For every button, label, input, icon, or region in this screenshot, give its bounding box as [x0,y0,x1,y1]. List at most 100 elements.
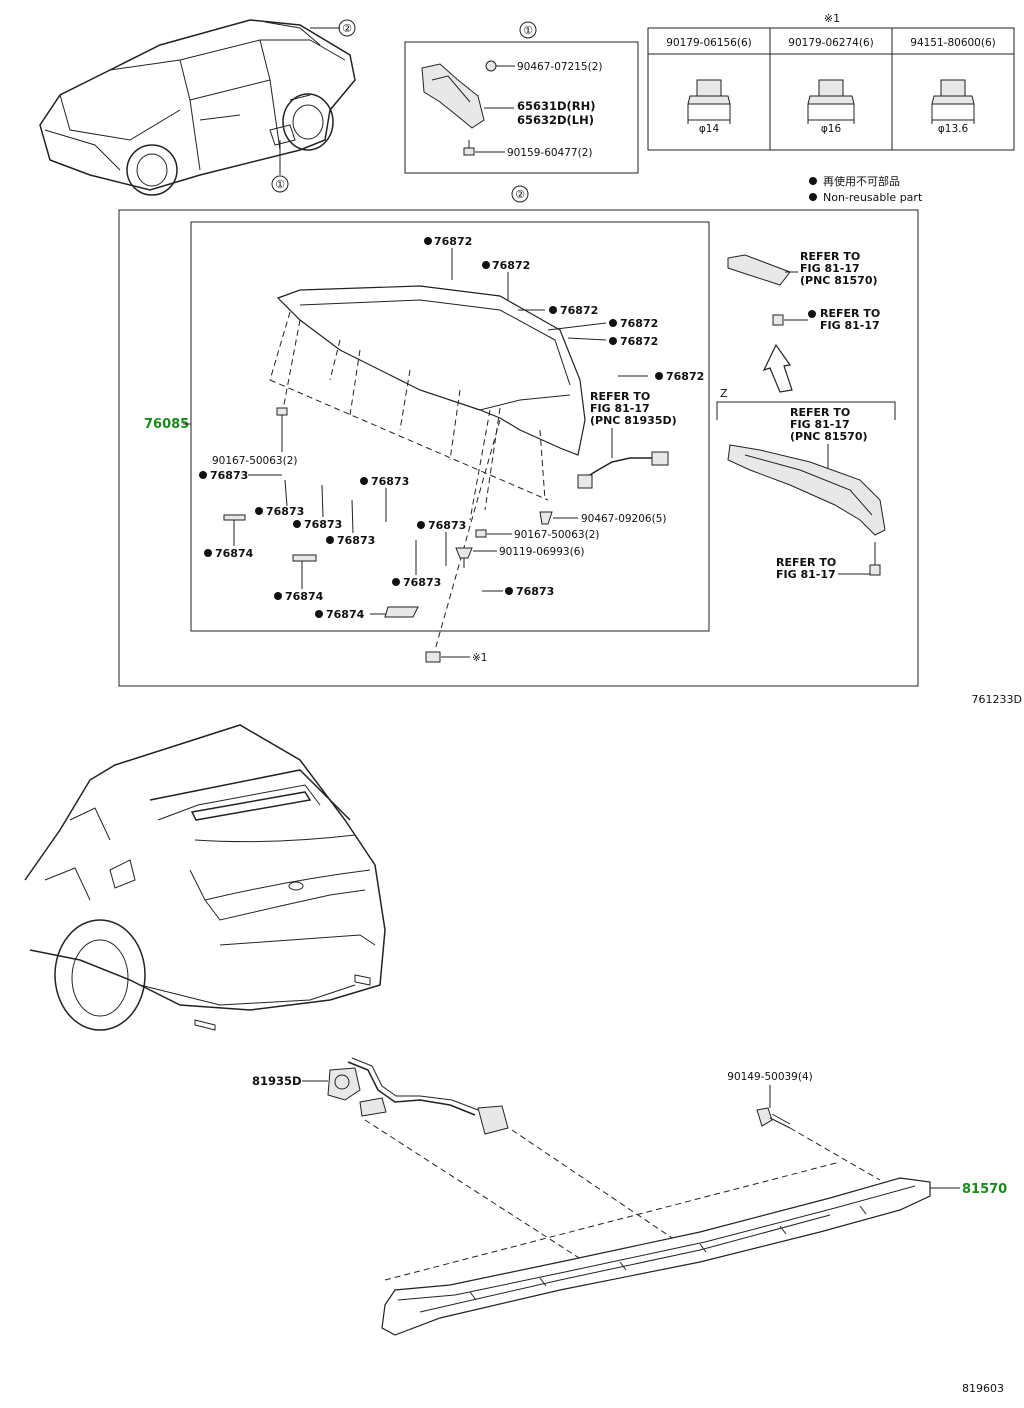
fastener-diameter-3: φ13.6 [938,123,969,135]
bracket-icon [421,63,485,129]
part-link-81570[interactable]: 81570 [962,1182,1007,1197]
bolt-icon [463,147,475,156]
label-76874-3[interactable]: 76874 [315,606,419,621]
legend: 再使用不可部品 Non-reusable part [809,174,923,204]
svg-text:※1: ※1 [472,652,487,664]
bracket-rh-part-number[interactable]: 65631D(RH) [517,99,596,113]
svg-text:76874: 76874 [215,547,254,560]
wire-81935D-label[interactable]: 81935D [252,1074,302,1088]
label-76873-2[interactable]: 76873 [255,479,304,518]
label-76873-4[interactable]: 76873 [326,499,375,547]
legend-text-jp: 再使用不可部品 [823,174,900,188]
refer-lamp-z-note[interactable]: REFER TO FIG 81-17 (PNC 81570) [790,406,868,470]
label-76872-3[interactable]: 76872 [518,304,598,317]
label-76872-2[interactable]: 76872 [482,259,530,300]
svg-text:REFER TO: REFER TO [820,307,880,320]
svg-text:76873: 76873 [371,475,409,488]
screw-90149-label[interactable]: 90149-50039(4) [727,1071,812,1083]
callout-2-top-label: ② [342,22,352,35]
fastener-part-3[interactable]: 94151-80600(6) [910,37,995,49]
nut-part-number[interactable]: 90467-07215(2) [517,61,602,73]
screw-90167-right[interactable]: 90167-50063(2) [475,529,599,541]
screw-90149-icon [756,1107,791,1129]
callout-1-vehicle-label: ① [275,178,285,191]
svg-text:76873: 76873 [210,469,248,482]
screw-top-icon [772,314,784,326]
svg-text:(PNC 81935D): (PNC 81935D) [590,414,677,427]
svg-text:90467-09206(5): 90467-09206(5) [581,513,666,525]
lamp-z-detail-icon [727,444,886,536]
svg-text:(PNC 81570): (PNC 81570) [800,274,878,287]
refer-lamp-top-note[interactable]: REFER TO FIG 81-17 (PNC 81570) [800,250,878,287]
clip-90119-06993[interactable]: 90119-06993(6) [455,546,584,568]
svg-text:REFER TO: REFER TO [590,390,650,403]
refer-wire-note[interactable]: REFER TO FIG 81-17 (PNC 81935D) [590,390,677,458]
detail-1-box: ① 90467-07215(2) 65631D(RH) 65632D(LH) 9… [404,21,639,174]
svg-text:76873: 76873 [337,534,375,547]
svg-text:REFER TO: REFER TO [776,556,836,569]
up-arrow-icon [762,343,793,393]
nut-ref-note[interactable]: ※1 [425,651,487,664]
label-76874-2[interactable]: 76874 [274,554,324,603]
callout-1-detail-label: ① [523,24,533,37]
figure-code-bottom: 819603 [962,1382,1004,1395]
svg-text:FIG 81-17: FIG 81-17 [776,568,836,581]
vehicle-front-illustration: ② ① [39,19,356,196]
svg-text:90119-06993(6): 90119-06993(6) [499,546,584,558]
svg-text:FIG 81-17: FIG 81-17 [820,319,880,332]
screw-90167-left-label[interactable]: 90167-50063(2) [212,455,297,467]
figure-code-top: 761233D [972,693,1022,706]
fastener-part-2[interactable]: 90179-06274(6) [788,37,873,49]
spoiler-section: ② 76085 90167-50063(2) 76872 [118,185,919,687]
fastener-table: ※1 90179-06156(6) 90179-06274(6) 94151-8… [647,12,1015,151]
svg-text:76873: 76873 [403,576,441,589]
svg-text:76873: 76873 [266,505,304,518]
svg-text:76872: 76872 [620,335,658,348]
svg-text:76873: 76873 [516,585,554,598]
rear-spoiler-part [276,285,586,456]
label-76873-3[interactable]: 76873 [293,484,342,531]
svg-text:FIG 81-17: FIG 81-17 [790,418,850,431]
wire-harness-81935D [327,1057,509,1135]
fastener-table-mark: ※1 [824,12,840,25]
screw-icon-left [276,407,288,428]
label-76873-8[interactable]: 76873 [482,585,554,598]
svg-text:FIG 81-17: FIG 81-17 [800,262,860,275]
svg-text:REFER TO: REFER TO [790,406,850,419]
svg-text:FIG 81-17: FIG 81-17 [590,402,650,415]
bolt-part-number[interactable]: 90159-60477(2) [507,147,592,159]
svg-text:76872: 76872 [620,317,658,330]
high-mount-stop-lamp-81570 [381,1177,931,1336]
legend-text-en: Non-reusable part [823,191,923,204]
svg-text:76872: 76872 [560,304,598,317]
label-76873-5[interactable]: 76873 [360,475,409,522]
part-link-76085[interactable]: 76085 [144,417,189,432]
label-76873-7[interactable]: 76873 [392,540,441,589]
svg-text:90167-50063(2): 90167-50063(2) [514,529,599,541]
z-label: Z [720,387,728,400]
label-76873-1[interactable]: 76873 [199,469,282,482]
flange-nut-icon-2 [807,79,855,124]
label-76872-5[interactable]: 76872 [567,335,658,348]
refer-screw-z-note[interactable]: REFER TO FIG 81-17 [776,542,881,581]
refer-screw-top-note[interactable]: REFER TO FIG 81-17 [820,307,880,332]
vehicle-rear-illustration [24,724,386,1031]
wire-harness-small-icon [577,451,669,489]
svg-text:(PNC 81570): (PNC 81570) [790,430,868,443]
svg-text:76873: 76873 [428,519,466,532]
clip-90467-09206[interactable]: 90467-09206(5) [539,511,666,525]
lamp-small-top-icon [727,254,791,286]
callout-2-main-label: ② [515,188,525,201]
bracket-lh-part-number[interactable]: 65632D(LH) [517,113,594,127]
svg-text:REFER TO: REFER TO [800,250,860,263]
label-76872-1[interactable]: 76872 [424,235,472,280]
flange-nut-icon-1 [687,79,731,124]
fastener-diameter-2: φ16 [821,123,842,135]
callout-2-main [511,185,529,203]
label-76874-1[interactable]: 76874 [204,514,254,560]
label-76873-6[interactable]: 76873 [417,519,466,566]
fastener-part-1[interactable]: 90179-06156(6) [666,37,751,49]
label-76872-6[interactable]: 76872 [618,370,704,383]
label-76872-4[interactable]: 76872 [547,317,658,331]
